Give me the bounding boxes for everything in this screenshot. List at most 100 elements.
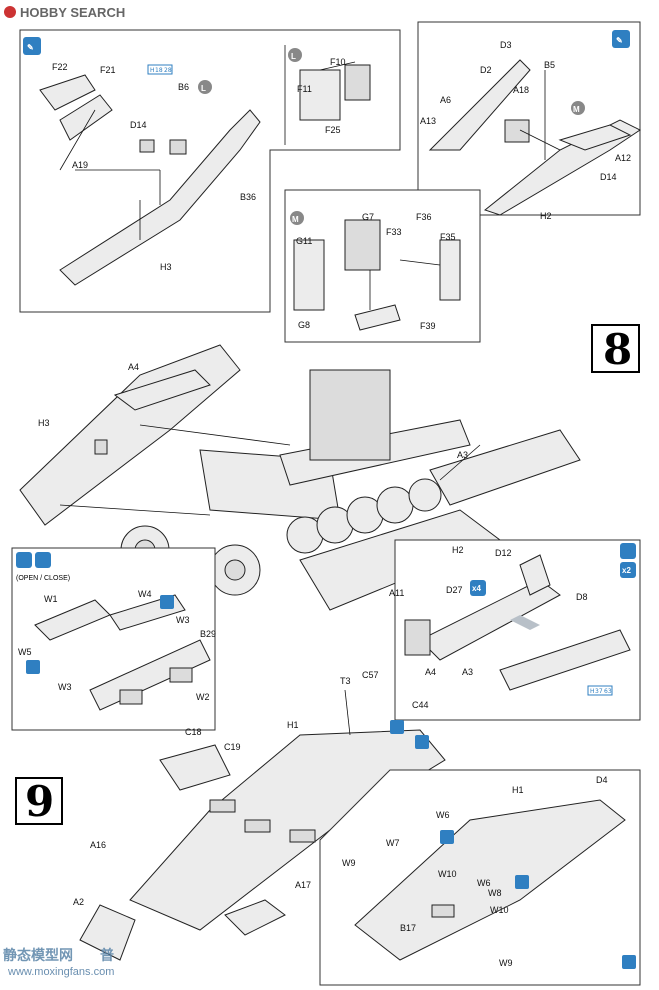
label-w10-b: W10: [490, 905, 509, 915]
label-g7: G7: [362, 212, 374, 222]
part-d3: [428, 59, 531, 151]
label-w10-a: W10: [438, 869, 457, 879]
label-w6-a: W6: [436, 810, 450, 820]
part-a4-box: [113, 369, 211, 411]
part-d8: [419, 579, 561, 661]
label-f11: F11: [297, 84, 312, 94]
label-w3-b: W3: [58, 682, 72, 692]
subassembly-mount: M: [284, 189, 481, 343]
label-c57: C57: [362, 670, 379, 680]
label-w2: W2: [196, 692, 210, 702]
part-c18: [159, 744, 231, 791]
svg-text:L: L: [201, 84, 206, 93]
label-w6-b: W6: [477, 878, 491, 888]
svg-text:H: H: [150, 67, 155, 74]
part-h3-floor: [59, 109, 261, 286]
label-c19: C19: [224, 742, 241, 752]
part-a18: [504, 119, 530, 143]
label-h1-a: H1: [287, 720, 299, 730]
label-w9-a: W9: [342, 858, 356, 868]
label-d14-a: D14: [130, 120, 147, 130]
part-d14: [139, 139, 155, 153]
watermark-url: www.moxingfans.com: [7, 966, 114, 978]
label-b5: B5: [544, 60, 555, 70]
arrow-indicator: [510, 615, 540, 630]
paint-icon: [16, 552, 32, 568]
hobby-search-logo: HOBBY SEARCH: [4, 5, 125, 20]
label-h2-b: H2: [452, 545, 464, 555]
label-w5: W5: [18, 647, 32, 657]
svg-text:x2: x2: [622, 566, 631, 575]
watermark: 静态模型网 普 www.moxingfans.com: [3, 947, 114, 978]
label-d12: D12: [495, 548, 512, 558]
label-w7: W7: [386, 838, 400, 848]
label-a3-b: A3: [462, 667, 473, 677]
hatch-icon: [160, 595, 174, 609]
step-9-box: 9: [15, 777, 63, 826]
part-a3: [429, 429, 581, 506]
label-d3: D3: [500, 40, 512, 50]
label-w1: W1: [44, 594, 58, 604]
logo-text: HOBBY SEARCH: [20, 5, 125, 20]
label-t3: T3: [340, 676, 351, 686]
part-b36: [169, 139, 187, 155]
label-a13: A13: [420, 116, 436, 126]
part-g8: [293, 239, 325, 311]
road-wheel-4: [376, 486, 414, 524]
label-f36: F36: [416, 212, 432, 222]
label-f33: F33: [386, 227, 402, 237]
subassembly-rocket-rack: x2 x4: [394, 539, 641, 721]
label-d8: D8: [576, 592, 588, 602]
subassembly-rear-right: ✎ M: [417, 21, 641, 216]
label-h2-a: H2: [540, 211, 552, 221]
paint-icon: [612, 30, 630, 48]
step-8-box: 8: [591, 324, 640, 374]
label-h1-b: H1: [512, 785, 524, 795]
label-d14-b: D14: [600, 172, 617, 182]
part-labels: F22 F21 B6 D14 A19 B36 H3 F10 F11 F25 D3…: [18, 40, 631, 968]
label-a6: A6: [440, 95, 451, 105]
rack-assembled: [499, 629, 631, 691]
label-a16: A16: [90, 840, 106, 850]
part-a17: [224, 899, 286, 936]
inset-detail-l: [284, 45, 371, 145]
part-f21: [59, 94, 113, 141]
label-f21: F21: [100, 65, 116, 75]
label-d27: D27: [446, 585, 463, 595]
paint-icon: [622, 955, 636, 969]
label-a4-b: A4: [425, 667, 436, 677]
open-close-note: (OPEN / CLOSE): [16, 575, 70, 582]
svg-text:✎: ✎: [27, 43, 34, 52]
label-d4: D4: [596, 775, 608, 785]
label-w3-a: W3: [176, 615, 190, 625]
label-c44: C44: [412, 700, 429, 710]
part-w2-b: [169, 667, 193, 683]
label-c18: C18: [185, 727, 202, 737]
road-wheel-5: [408, 478, 442, 512]
part-h1-interior: [354, 799, 626, 961]
label-a2: A2: [73, 897, 84, 907]
part-d12: [519, 554, 551, 596]
label-h3-b: H3: [38, 418, 50, 428]
step-8-number: 8: [603, 325, 632, 374]
badge-l-a: L: [288, 48, 302, 62]
hatch-icon: [515, 875, 529, 889]
label-a17: A17: [295, 880, 311, 890]
svg-text:✎: ✎: [616, 36, 623, 45]
part-h1-hull: [129, 729, 446, 931]
label-g8: G8: [298, 320, 310, 330]
label-b36: B36: [240, 192, 256, 202]
x4-icon: [470, 580, 486, 596]
x2-icon: [620, 562, 636, 578]
label-w8: W8: [488, 888, 502, 898]
svg-text:28: 28: [164, 67, 172, 74]
label-a18: A18: [513, 85, 529, 95]
hatch-icon: [26, 660, 40, 674]
badge-m-b: M: [290, 211, 304, 225]
label-a3-a: A3: [457, 450, 468, 460]
label-g11: G11: [296, 236, 312, 246]
svg-text:18: 18: [155, 67, 163, 74]
label-f25: F25: [325, 125, 341, 135]
label-f10: F10: [330, 57, 346, 67]
